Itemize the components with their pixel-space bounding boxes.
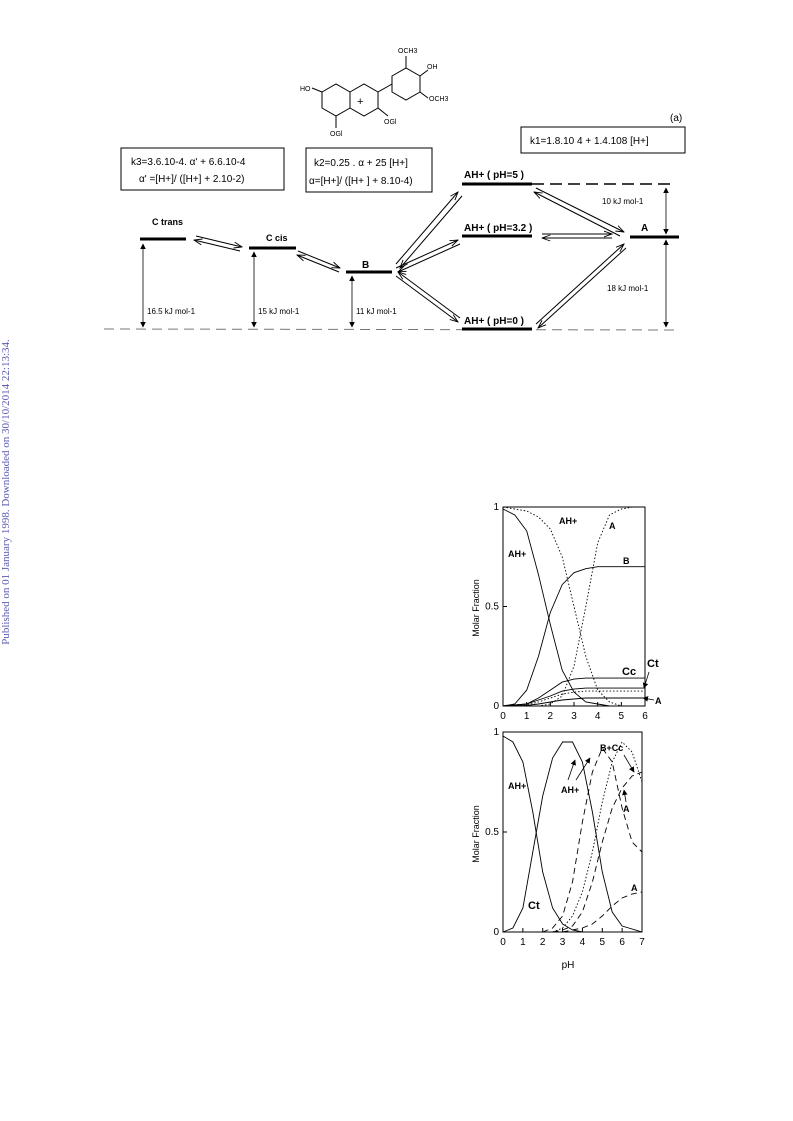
top-series-6 [502, 690, 645, 707]
bottom-xtick-label: 5 [600, 937, 606, 948]
top-series-2 [502, 506, 645, 707]
top-xtick-label: 0 [500, 711, 506, 722]
top-series-4 [502, 677, 645, 707]
energy-arrows [140, 187, 669, 328]
bot-annot-ah-mid: AH+ [561, 785, 579, 795]
k2-text-line2: α=[H+]/ ([H+ ] + 8.10-4) [309, 176, 413, 187]
energy-scheme-figure: OCH3 OH OCH3 HO OGl OGl + (a) k1=1.8.10 … [103, 48, 686, 331]
label-a: A [641, 223, 648, 234]
bottom-ytick-label: 0 [493, 927, 499, 938]
bottom-ytick-label: 0.5 [485, 827, 499, 838]
bottom-xtick-label: 4 [580, 937, 586, 948]
mol-label-ogl-bottom: OGl [330, 131, 343, 138]
energy-ctrans: 16.5 kJ mol-1 [147, 307, 196, 316]
bot-annot-a-low: A [631, 883, 638, 893]
top-annot-b: B [623, 556, 630, 566]
top-annot-a-top: A [609, 521, 616, 531]
bottom-xtick-label: 2 [540, 937, 546, 948]
top-ytick-label: 0.5 [485, 602, 499, 613]
energy-baseline [103, 328, 681, 331]
bottom-xlabel: pH [562, 960, 575, 971]
label-ah-ph32: AH+ ( pH=3.2 ) [464, 223, 532, 234]
k2-text-line1: k2=0.25 . α + 25 [H+] [314, 158, 408, 169]
bottom-xtick-label: 3 [560, 937, 566, 948]
k1-box [520, 126, 686, 154]
k3-text-line1: k3=3.6.10-4. α' + 6.6.10-4 [131, 157, 246, 168]
mol-label-ogl-right: OGl [384, 119, 397, 126]
top-xtick-label: 3 [571, 711, 577, 722]
label-b: B [362, 260, 369, 271]
top-series-1 [502, 566, 645, 707]
top-xtick-label: 2 [548, 711, 554, 722]
bottom-series-4 [552, 741, 643, 933]
top-annot-ah-top: AH+ [559, 516, 577, 526]
top-series-0 [502, 508, 645, 707]
bot-annot-ct: Ct [528, 900, 540, 912]
energy-b: 11 kJ mol-1 [356, 307, 397, 316]
top-series-3 [503, 506, 645, 707]
top-annot-ct: Ct [647, 658, 659, 670]
mol-label-plus: + [357, 96, 363, 108]
top-ylabel: Molar Fraction [471, 579, 481, 637]
bottom-series-2 [542, 747, 643, 933]
bottom-ylabel: Molar Fraction [471, 805, 481, 863]
label-ccis: C cis [266, 233, 288, 243]
anthocyanin-structure [311, 56, 429, 128]
panel-label: (a) [670, 113, 682, 124]
top-ytick-label: 0 [493, 701, 499, 712]
bottom-annotations: AH+ Ct AH+ B+Cc A A [508, 743, 638, 912]
bot-annot-bcc: B+Cc [600, 743, 623, 753]
bottom-series-1 [502, 741, 643, 933]
reaction-arrows [194, 187, 627, 328]
top-xtick-label: 5 [619, 711, 625, 722]
bottom-xtick-label: 1 [520, 937, 526, 948]
bot-annot-ah-left: AH+ [508, 781, 526, 791]
label-ah-ph5: AH+ ( pH=5 ) [464, 170, 524, 181]
bottom-xtick-label: 7 [639, 937, 645, 948]
bot-annot-a-mid: A [623, 804, 630, 814]
top-annot-a-bottom: A [655, 696, 662, 706]
top-annot-ah-left: AH+ [508, 549, 526, 559]
mol-label-och3-right: OCH3 [429, 96, 449, 103]
top-xtick-label: 6 [642, 711, 648, 722]
energy-ccis: 15 kJ mol-1 [258, 307, 300, 316]
energy-a-lower: 18 kJ mol-1 [607, 284, 649, 293]
label-ctrans: C trans [152, 217, 183, 227]
bottom-xtick-label: 0 [500, 937, 506, 948]
k2-box [305, 147, 433, 193]
bottom-series-0 [502, 735, 603, 933]
k1-text: k1=1.8.10 4 + 1.4.108 [H+] [530, 136, 649, 147]
mol-label-och3-top: OCH3 [398, 48, 418, 55]
top-ytick-label: 1 [493, 502, 499, 513]
top-annot-cc: Cc [622, 666, 636, 678]
energy-a-upper: 10 kJ mol-1 [602, 197, 644, 206]
bottom-series-3 [552, 771, 643, 933]
mol-label-ho: HO [300, 86, 311, 93]
top-series-7 [502, 697, 645, 707]
top-xtick-label: 4 [595, 711, 601, 722]
bot-annot-arrows [567, 754, 635, 803]
bottom-ytick-label: 1 [493, 727, 499, 738]
top-xtick-label: 1 [524, 711, 530, 722]
k3-box [120, 147, 285, 191]
top-series-5 [502, 687, 645, 707]
bottom-xtick-label: 6 [619, 937, 625, 948]
top-annotations: AH+ AH+ A B Cc Ct A [508, 516, 662, 706]
top-annot-arrows [642, 671, 655, 702]
bottom-series-5 [562, 891, 643, 933]
k3-text-line2: α' =[H+]/ ([H+] + 2.10-2) [139, 174, 245, 185]
label-ah-ph0: AH+ ( pH=0 ) [464, 316, 524, 327]
mol-label-oh: OH [427, 64, 438, 71]
